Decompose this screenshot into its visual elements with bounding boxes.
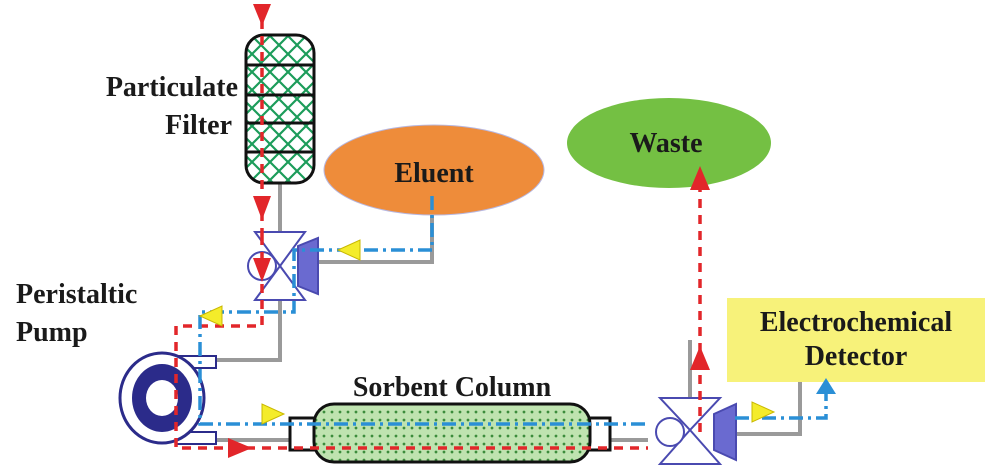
valve-right-port (655, 417, 685, 447)
tube-eluent-to-valve (318, 198, 434, 264)
valve-right-lower-wedge (657, 428, 723, 465)
tube-valve-to-detector (735, 380, 802, 436)
red-arrow-icon (690, 346, 710, 370)
waste-label: Waste (629, 128, 702, 159)
red-arrow-icon (253, 196, 271, 220)
eluent-label: Eluent (394, 158, 474, 189)
yellow-arrow-icon (261, 403, 286, 425)
detector-label-line2: Detector (805, 341, 908, 372)
sorbent-column (288, 402, 612, 464)
yellow-arrow-icon (336, 239, 361, 261)
detector-label-line1: Electrochemical (760, 307, 953, 338)
valve-right-upper-wedge (657, 397, 723, 432)
filter-label-line2: Filter (165, 110, 232, 141)
waste-container (567, 98, 771, 188)
column-label: Sorbent Column (353, 372, 552, 403)
electrochemical-detector (727, 298, 985, 382)
valve-left-actuator (297, 236, 319, 296)
pump-hub (146, 380, 178, 416)
eluent-flow-path (198, 196, 828, 426)
yellow-arrow-icon (198, 305, 223, 327)
particulate-filter (244, 33, 316, 185)
filter-label-line1: Particulate (106, 72, 238, 103)
valve-right-actuator (713, 402, 737, 462)
red-arrow-icon (690, 166, 710, 190)
valve-right (655, 397, 737, 465)
eluent-flow-arrows (198, 239, 836, 425)
valve-left (247, 231, 319, 301)
tube-valve-to-pump (210, 300, 282, 362)
sample-flow-through-pump (174, 236, 264, 450)
sample-flow-arrows (228, 4, 710, 458)
eluent-reservoir (323, 124, 545, 216)
red-arrow-icon (253, 4, 271, 26)
yellow-arrow-icon (751, 401, 776, 423)
red-arrow-icon (253, 258, 271, 282)
filter-body (244, 33, 316, 185)
red-arrow-icon (228, 438, 252, 458)
blue-arrow-icon (816, 378, 836, 394)
eluent-flow-line (198, 196, 650, 426)
pump-label-line1: Peristaltic (16, 279, 137, 310)
column-body (312, 402, 592, 464)
eluent-flow-to-detector (735, 392, 828, 420)
pump-label-line2: Pump (16, 317, 88, 348)
